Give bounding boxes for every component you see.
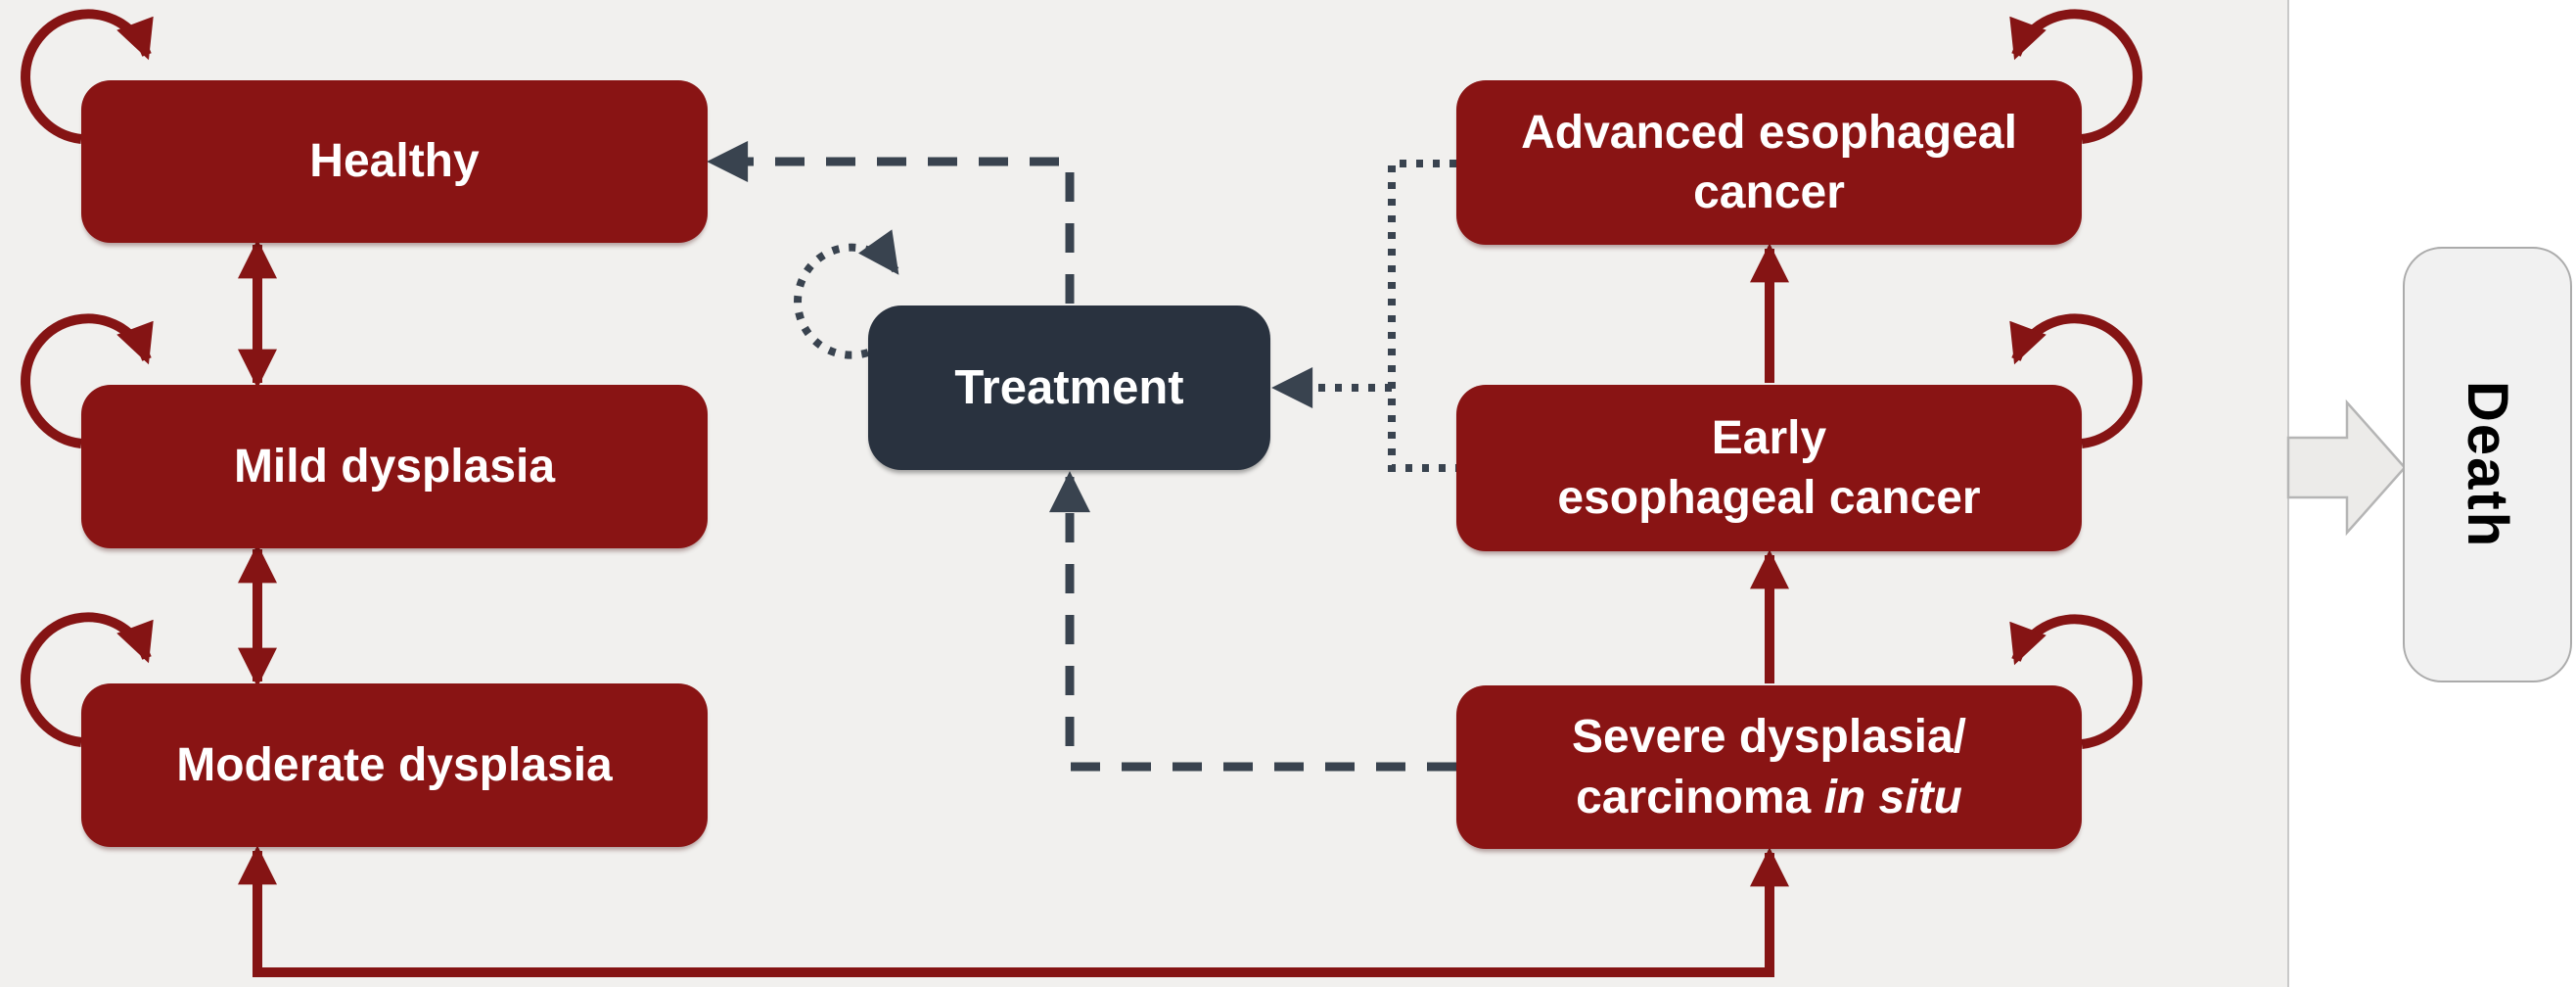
edge-moderate-severe-bottom-double-arrow	[238, 845, 1789, 977]
node-moderate-dysplasia: Moderate dysplasia	[81, 683, 708, 847]
edge-severe-treatment-dashed-arrow	[1049, 471, 1456, 772]
node-death-label: Death	[2456, 380, 2519, 549]
node-mild-dysplasia: Mild dysplasia	[81, 385, 708, 548]
node-death: Death	[2403, 247, 2572, 682]
edge-advanced-early-dotted-trunk	[1388, 160, 1456, 472]
node-healthy: Healthy	[81, 80, 708, 243]
node-advanced-label: Advanced esophageal cancer	[1521, 106, 2017, 218]
node-healthy-label: Healthy	[309, 135, 480, 188]
node-early-esophageal-cancer: Early esophageal cancer	[1456, 385, 2082, 551]
node-advanced-esophageal-cancer: Advanced esophageal cancer	[1456, 80, 2082, 245]
node-severe-label: Severe dysplasia/ carcinoma in situ	[1572, 711, 1966, 823]
node-treatment: Treatment	[868, 306, 1270, 470]
edge-treatment-healthy-dashed-arrow	[707, 141, 1075, 304]
node-severe-dysplasia-carcinoma-in-situ: Severe dysplasia/ carcinoma in situ	[1456, 685, 2082, 849]
node-moderate-label: Moderate dysplasia	[176, 738, 613, 791]
node-treatment-label: Treatment	[954, 361, 1184, 414]
node-mild-label: Mild dysplasia	[233, 440, 556, 493]
node-early-label: Early esophageal cancer	[1557, 411, 1981, 524]
